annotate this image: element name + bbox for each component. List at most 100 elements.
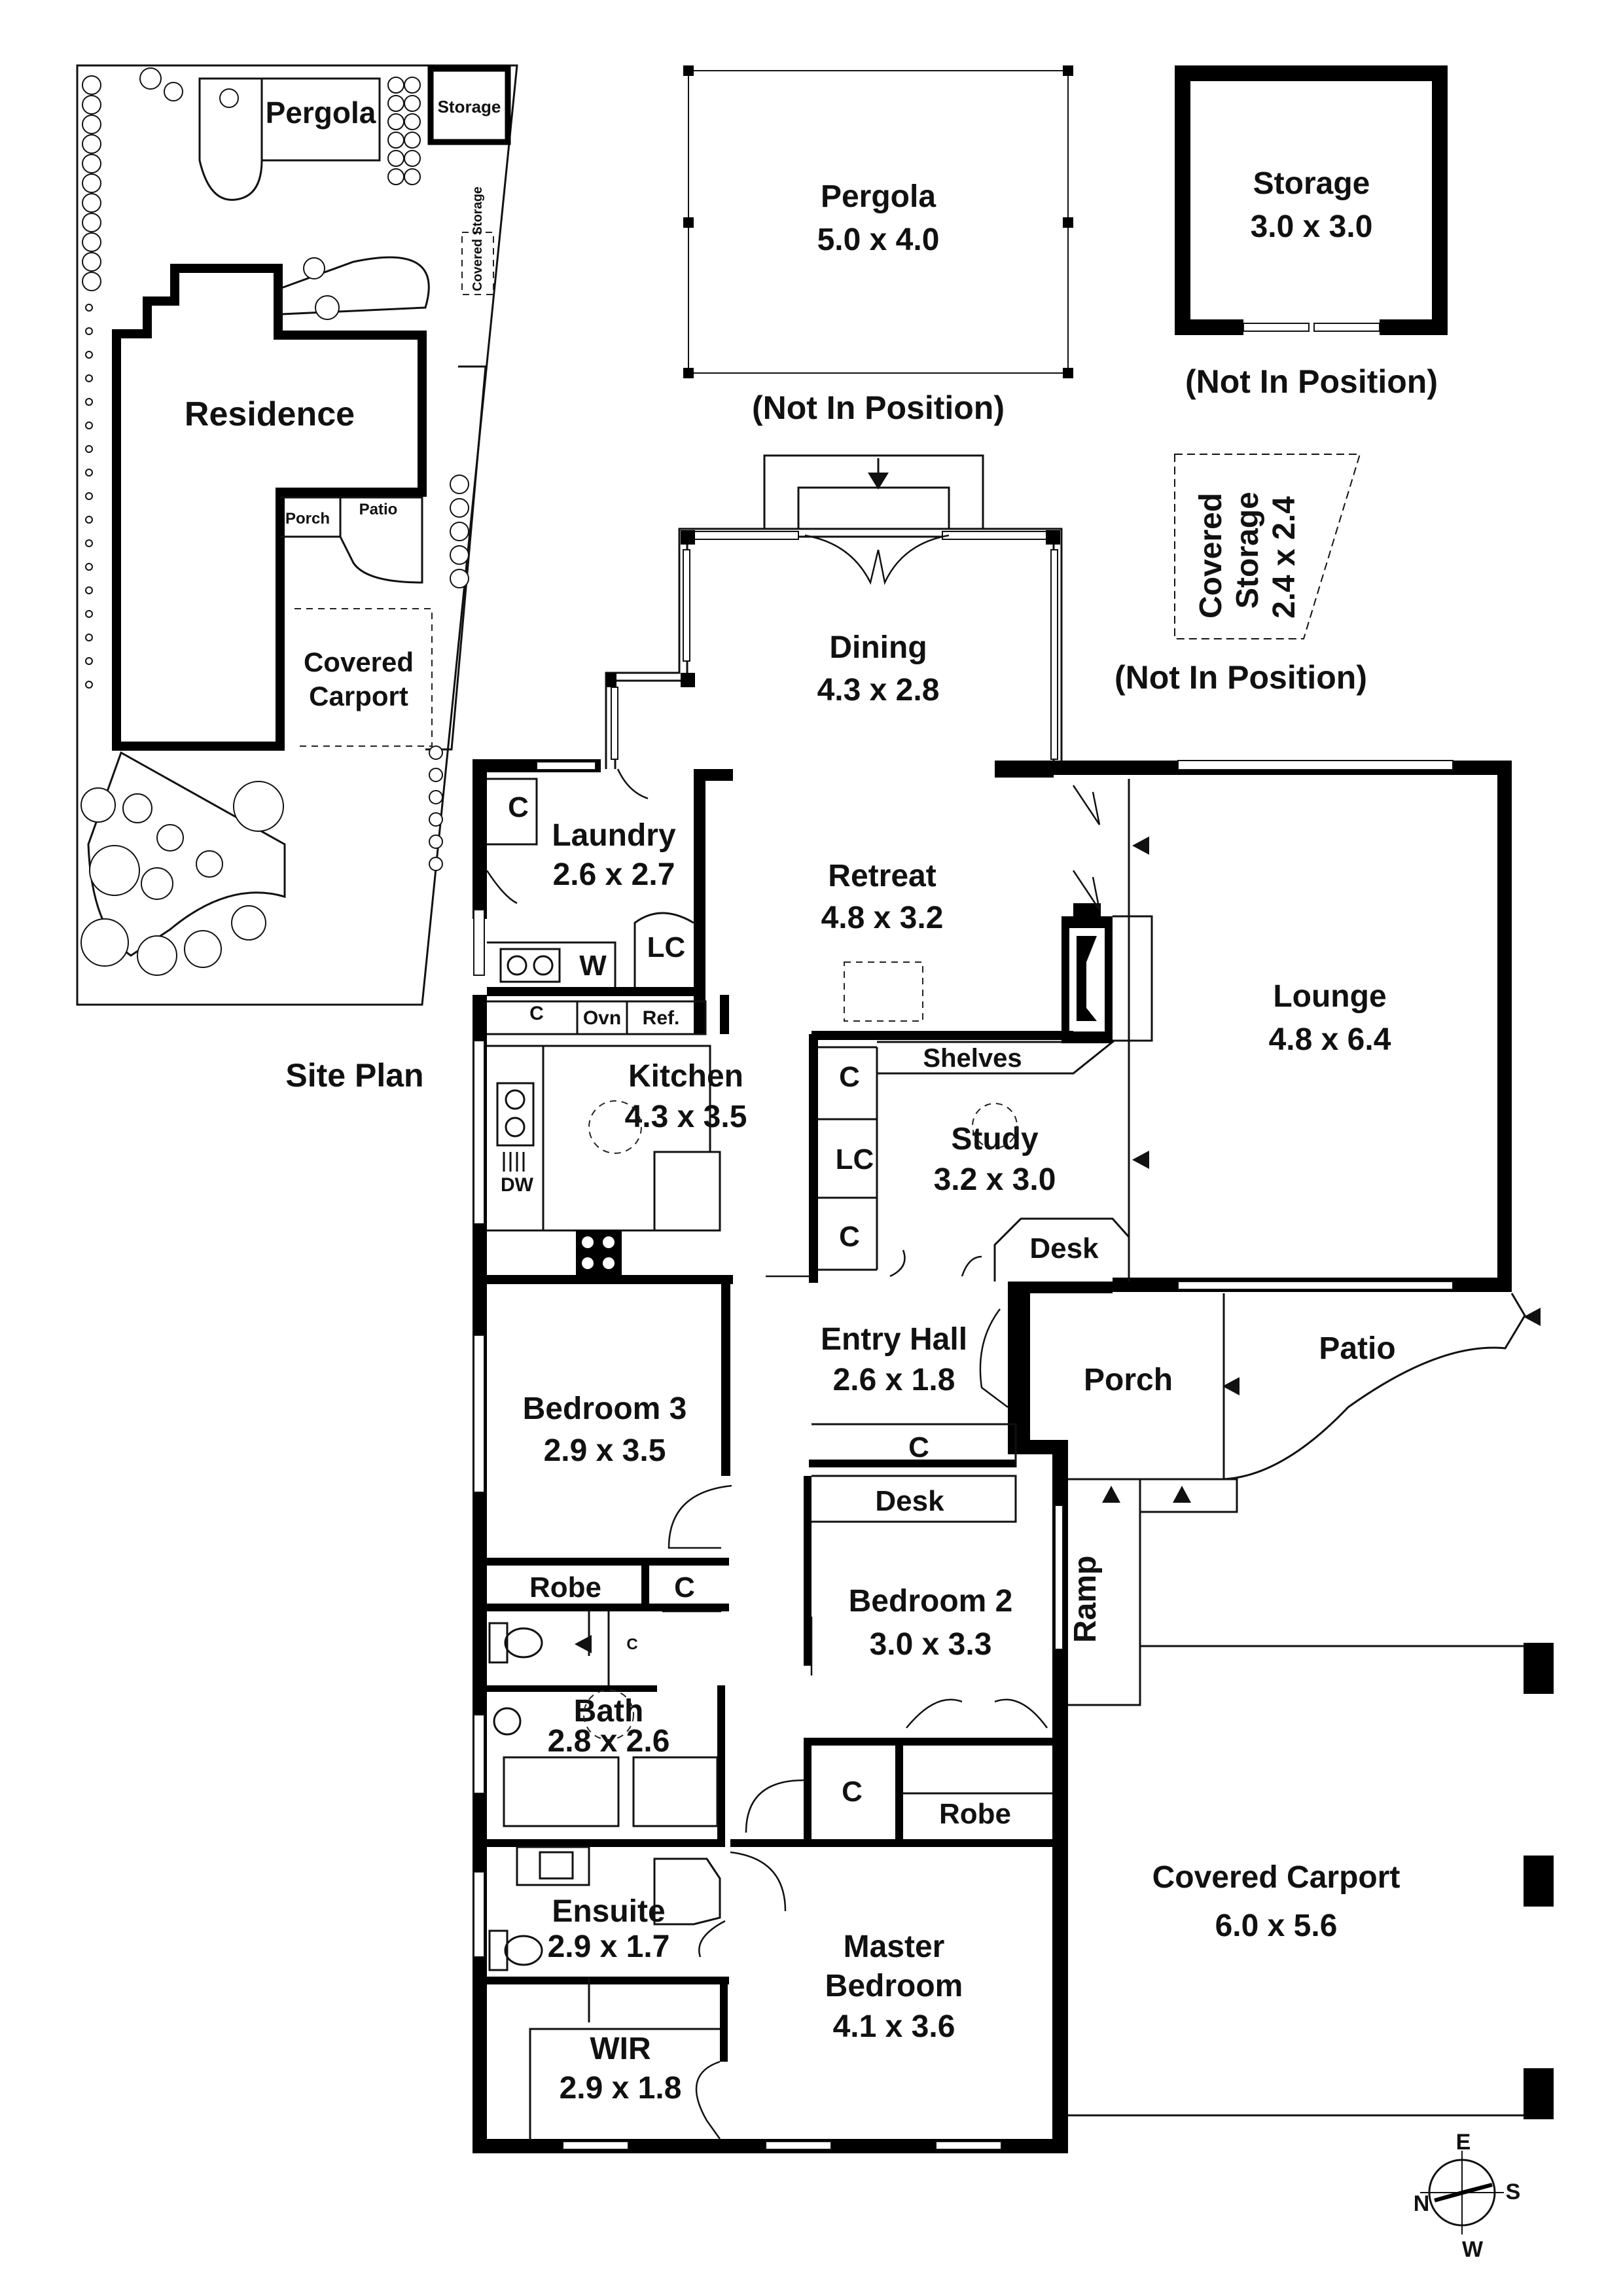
wall-laundry-south [487, 987, 705, 996]
bath-shower [632, 1756, 719, 1827]
shrub-icon [141, 867, 173, 900]
covered-storage-note: (Not In Position) [1115, 659, 1367, 696]
ramp-outline [1068, 1478, 1141, 1706]
window-lounge-north [1177, 760, 1454, 770]
shrub-icon [387, 77, 404, 94]
shrub-icon [85, 516, 93, 524]
fixture-c-entry: C [908, 1431, 929, 1463]
bath-bench [588, 1611, 610, 1685]
shrub-icon [85, 681, 93, 689]
site-plan: Pergola Storage Covered Storage Residenc… [76, 64, 518, 1094]
room-name-bath: Bath [574, 1694, 644, 1729]
retreat-skylight [844, 961, 923, 1022]
room-name-carport: Covered Carport [1152, 1860, 1400, 1895]
covered-storage-dims: 2.4 x 2.4 [1267, 496, 1302, 619]
shrub-icon [219, 88, 239, 108]
room-dims-study: 3.2 x 3.0 [934, 1162, 1056, 1197]
shrub-icon [196, 850, 223, 878]
site-label-patio: Patio [359, 501, 398, 518]
dining-bay-wall-inner [605, 528, 1063, 769]
entry-c-outline [812, 1423, 1017, 1467]
shrub-icon [429, 790, 443, 804]
fixture-ref: Ref. [643, 1007, 680, 1029]
compass-e: E [1456, 2130, 1471, 2155]
fixture-ovn: Ovn [583, 1007, 621, 1029]
site-label-carport-1: Covered [304, 647, 414, 677]
shrub-icon [82, 75, 101, 95]
north-arrow-icon [1434, 2183, 1493, 2202]
toilet-icon [488, 1929, 543, 1971]
toilet-icon [488, 1622, 543, 1664]
patio-edge [1113, 1293, 1526, 1480]
wall-robe-top [487, 1558, 729, 1566]
shrub-icon [82, 213, 101, 232]
room-name-retreat: Retreat [828, 859, 936, 893]
room-dims-bedroom3: 2.9 x 3.5 [544, 1433, 666, 1468]
wall-laundry-east [694, 769, 705, 995]
pergola-post [1063, 217, 1073, 228]
kitchen-bench-top [487, 1000, 707, 1035]
compass-n: N [1414, 2191, 1430, 2216]
shrub-icon [122, 793, 152, 823]
site-boundary [76, 64, 518, 1006]
shrub-icon [429, 768, 443, 782]
room-dims-laundry: 2.6 x 2.7 [553, 857, 675, 892]
pergola-post [1063, 368, 1073, 378]
shrub-icon [429, 857, 443, 871]
room-name-ramp: Ramp [1068, 1556, 1103, 1643]
bath-tub [503, 1756, 620, 1827]
shrub-icon [82, 154, 101, 173]
shrub-icon [82, 193, 101, 213]
shrub-icon [429, 812, 443, 827]
fixture-w: W [579, 950, 607, 982]
basin-icon [493, 1707, 574, 1880]
shrub-icon [85, 374, 93, 382]
sink-icon [496, 1082, 535, 1172]
site-label-residence: Residence [185, 395, 355, 433]
dining-window [683, 549, 690, 662]
fixture-desk-bed2: Desk [875, 1485, 944, 1517]
site-carport [294, 608, 433, 747]
covered-storage-line2: Storage [1230, 492, 1265, 609]
fixture-c-bed3: C [674, 1571, 695, 1604]
fixture-lc-laundry: LC [647, 931, 686, 963]
pergola-post [1063, 65, 1073, 76]
room-dims-entry-hall: 2.6 x 1.8 [833, 1363, 955, 1397]
window-south [562, 2141, 629, 2150]
dining-window [611, 687, 618, 760]
shrub-icon [139, 67, 162, 90]
site-label-porch: Porch [285, 510, 330, 528]
site-patio [339, 496, 423, 584]
window-south [765, 2141, 832, 2150]
shrub-icon [387, 95, 404, 112]
entry-arrow-icon [868, 473, 889, 490]
shrub-icon [404, 95, 421, 112]
desk-outline [993, 1217, 1130, 1282]
wall-retreat-east [995, 766, 1054, 778]
wall-c-bed3 [641, 1558, 649, 1611]
window-lounge-south [1177, 1281, 1454, 1290]
shrub-icon [404, 168, 421, 185]
fixture-c-kitchen: C [529, 1003, 544, 1024]
pergola-dims: 5.0 x 4.0 [817, 223, 940, 257]
wall-ensuite-south [487, 1977, 729, 1984]
shrub-icon [450, 545, 469, 565]
shrub-icon [156, 824, 184, 852]
wall-master-top [730, 1839, 1058, 1847]
storage-plan: Storage 3.0 x 3.0 (Not In Position) [1175, 65, 1448, 400]
fixture-lc-study: LC [836, 1143, 874, 1175]
wall-entry-c [809, 1460, 1016, 1467]
entry-arrow-icon [1222, 1377, 1240, 1395]
entry-arrow-icon [1132, 836, 1149, 855]
shrub-icon [85, 351, 93, 359]
wall-laundry-top [694, 769, 733, 781]
shrub-icon [82, 134, 101, 154]
storage-note: (Not In Position) [1185, 363, 1438, 400]
sink-icon [499, 948, 561, 983]
shrub-icon [89, 845, 140, 896]
wall-c-right [895, 1741, 903, 1839]
wall-bed3-east [721, 1280, 730, 1476]
shrub-icon [85, 422, 93, 429]
shrub-icon [85, 469, 93, 476]
fireplace-hearth [1113, 915, 1153, 1042]
